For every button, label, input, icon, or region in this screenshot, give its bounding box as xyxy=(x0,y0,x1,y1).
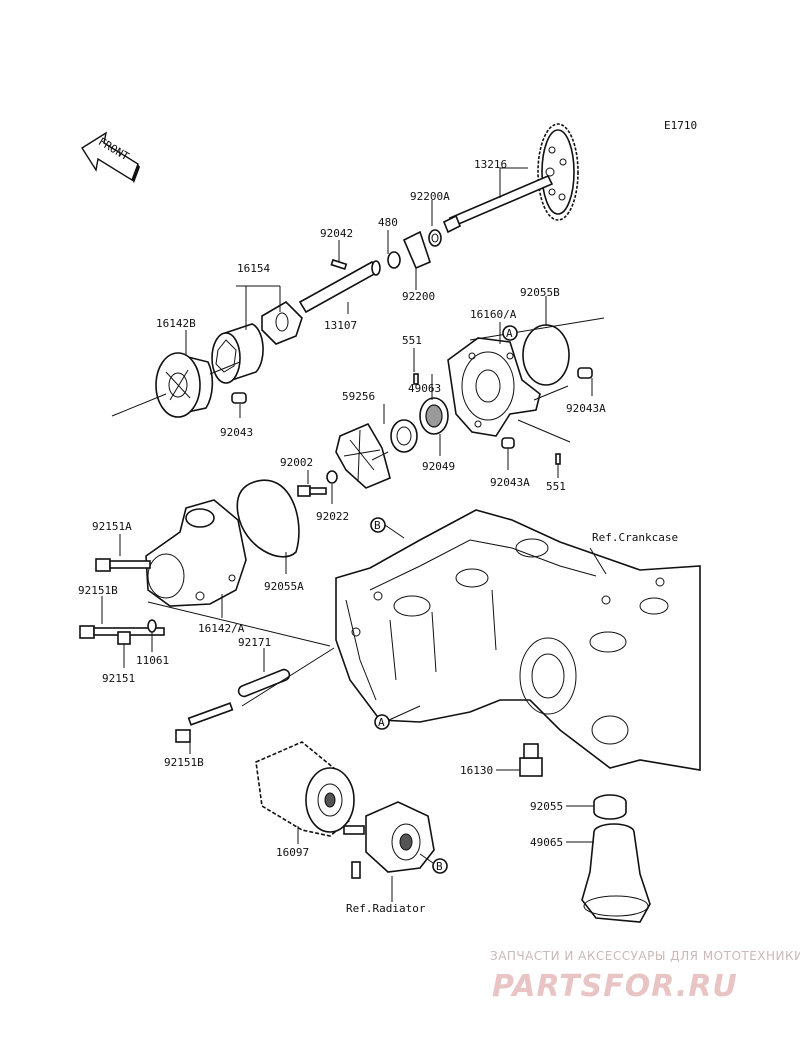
callout-a-bottom: A xyxy=(374,705,421,730)
part-label-92055a: 92055A xyxy=(264,580,304,593)
leader-lines xyxy=(101,167,607,902)
plate-92200-shape xyxy=(402,230,431,270)
part-label-92043: 92043 xyxy=(220,426,253,439)
ref-crankcase-label: Ref.Crankcase xyxy=(592,531,678,544)
dowel-92043-shape xyxy=(231,392,247,404)
part-label-92043a-bottom: 92043A xyxy=(490,476,530,489)
washer-92200a-shape xyxy=(428,229,442,247)
part-label-92055b: 92055B xyxy=(520,286,560,299)
pipe-92171-shape xyxy=(237,668,291,698)
pump-housing-16142a-shape xyxy=(145,499,247,607)
pin-551-b-shape xyxy=(555,453,561,465)
watermark-tagline: ЗАПЧАСТИ И АКСЕССУАРЫ ДЛЯ МОТОТЕХНИКИ xyxy=(490,949,800,963)
outer-rotor-shape xyxy=(211,323,264,384)
ref-radiator-label: Ref.Radiator xyxy=(346,902,426,915)
fitting-16130-shape xyxy=(519,743,543,777)
part-label-16160a: 16160/A xyxy=(470,308,517,321)
part-label-16130: 16130 xyxy=(460,764,493,777)
part-label-551-top: 551 xyxy=(402,334,422,347)
part-label-92049: 92049 xyxy=(422,460,455,473)
bearing-92049-shape xyxy=(419,397,449,435)
part-label-92200: 92200 xyxy=(402,290,435,303)
bolt-92151b-b-shape xyxy=(175,702,234,743)
part-label-92151b-bottom: 92151B xyxy=(164,756,204,769)
bolt-92002-shape xyxy=(297,485,327,497)
pump-shaft-13107-shape xyxy=(298,260,381,314)
part-label-92055: 92055 xyxy=(530,800,563,813)
part-label-49065: 49065 xyxy=(530,836,563,849)
diagram-code: E1710 xyxy=(664,119,697,132)
oring-92055a-shape xyxy=(236,479,300,558)
callout-b-bottom-label: B xyxy=(436,860,443,873)
oring-92055b-shape xyxy=(522,324,570,386)
mechanical-seal-49063-shape xyxy=(390,419,418,453)
dowel-92043a-right-shape xyxy=(577,367,593,379)
callout-b-left: B xyxy=(370,517,405,539)
oil-filter-16097-shape xyxy=(255,741,355,837)
part-label-13216: 13216 xyxy=(474,158,507,171)
part-label-551-bottom: 551 xyxy=(546,480,566,493)
oil-strainer-49065-shape xyxy=(581,823,651,923)
part-label-92043a-right: 92043A xyxy=(566,402,606,415)
part-label-16154: 16154 xyxy=(237,262,270,275)
bolt-92151a-shape xyxy=(95,558,151,572)
part-label-49063: 49063 xyxy=(408,382,441,395)
callout-a-bottom-label: A xyxy=(378,716,385,729)
pump-shaft-13216-shape xyxy=(442,174,554,234)
part-label-92151a: 92151A xyxy=(92,520,132,533)
pump-cover-16142b-shape xyxy=(111,352,241,418)
pin-92042-shape xyxy=(330,258,348,271)
drive-gear-shape xyxy=(537,123,579,221)
pump-body-16160a-shape xyxy=(447,337,569,437)
washer-11061-shape xyxy=(147,619,157,633)
crankcase-shape xyxy=(335,509,701,771)
part-label-92151b-top: 92151B xyxy=(78,584,118,597)
part-label-92042: 92042 xyxy=(320,227,353,240)
oring-92055-shape xyxy=(593,794,627,820)
bolt-92151-shape xyxy=(117,631,131,645)
callout-b-left-label: B xyxy=(374,519,381,532)
dowel-92043a-bottom-shape xyxy=(501,437,515,449)
part-label-92151: 92151 xyxy=(102,672,135,685)
part-label-92200a: 92200A xyxy=(410,190,450,203)
part-label-16097: 16097 xyxy=(276,846,309,859)
watermark-brand: PARTSFOR.RU xyxy=(492,969,738,1004)
callout-a-top-label: A xyxy=(506,327,513,340)
part-label-13107: 13107 xyxy=(324,319,357,332)
part-label-92022: 92022 xyxy=(316,510,349,523)
callout-b-bottom: B xyxy=(419,853,448,874)
washer-92022-shape xyxy=(326,470,338,484)
callout-a-top: A xyxy=(502,325,518,341)
front-arrow-icon: FRONT xyxy=(81,131,140,183)
part-label-480: 480 xyxy=(378,216,398,229)
oil-cooler-shape xyxy=(343,801,435,879)
part-label-92171: 92171 xyxy=(238,636,271,649)
circlip-480-shape xyxy=(387,251,401,269)
part-label-16142a: 16142/A xyxy=(198,622,245,635)
part-label-92002: 92002 xyxy=(280,456,313,469)
part-label-11061: 11061 xyxy=(136,654,169,667)
part-label-16142b: 16142B xyxy=(156,317,196,330)
impeller-59256-shape xyxy=(335,422,391,489)
part-label-59256: 59256 xyxy=(342,390,375,403)
pin-551-a-shape xyxy=(413,373,419,385)
inner-rotor-shape xyxy=(261,300,303,345)
